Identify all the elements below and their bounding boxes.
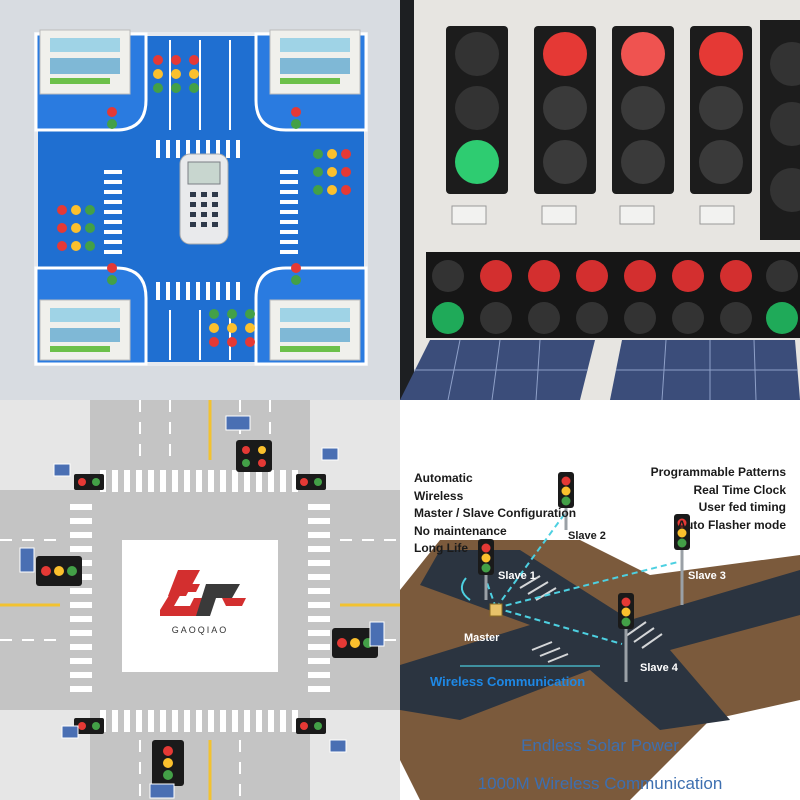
feature-item: Master / Slave Configuration — [414, 506, 577, 520]
system-diagram-illustration — [400, 400, 800, 800]
mini-signal-cluster — [57, 205, 95, 251]
feature-item: Automatic — [414, 471, 473, 485]
solar-panel — [400, 339, 800, 400]
slave-2-label: Slave 2 — [568, 530, 606, 542]
vehicle-signal-head — [612, 26, 674, 194]
feature-item: Wireless — [414, 488, 464, 503]
intersection-illustration: GAOQIAO — [0, 400, 400, 800]
signal-lights-illustration — [400, 0, 800, 400]
signal-head — [152, 740, 184, 786]
kit-board-illustration — [0, 0, 400, 400]
feature-item: Long Life — [414, 541, 468, 555]
controller-box — [39, 299, 131, 361]
feature-list-left: Automatic Wireless Master / Slave Config… — [414, 470, 576, 558]
master-controller — [489, 603, 503, 617]
signal-head — [236, 440, 272, 472]
solar-power-label: Endless Solar Power — [521, 736, 679, 755]
pedestrian-signal-row — [426, 252, 800, 338]
mini-signal-cluster — [209, 309, 255, 347]
master-label: Master — [464, 632, 500, 644]
brand-name: GAOQIAO — [171, 625, 229, 635]
vehicle-signal-head — [446, 26, 508, 194]
feature-item: User fed timing — [698, 500, 786, 514]
feature-item: Programmable Patterns — [650, 465, 786, 479]
vehicle-signal-head — [690, 26, 752, 194]
brand-logo — [160, 570, 246, 616]
signal-pole — [674, 514, 690, 605]
intersection-map — [0, 400, 400, 800]
feature-item: No maintenance — [414, 523, 507, 538]
signal-pole — [558, 472, 574, 530]
signal-pole — [618, 593, 634, 682]
signal-pole — [478, 539, 494, 600]
wireless-system-diagram: Automatic Wireless Master / Slave Config… — [400, 400, 800, 800]
mini-signal-cluster — [313, 149, 351, 195]
feature-list-right: Programmable Patterns Real Time Clock Us… — [651, 464, 786, 534]
vehicle-signal-head — [534, 26, 596, 194]
traffic-kit-board-photo — [0, 0, 400, 400]
slave-1-label: Slave 1 — [498, 570, 536, 582]
slave-3-label: Slave 3 — [688, 570, 726, 582]
wireless-communication-label: Wireless Communication — [430, 674, 586, 689]
controller-box — [39, 29, 131, 95]
mini-signal-cluster — [153, 55, 199, 93]
signal-head — [36, 556, 82, 586]
signal-head — [332, 628, 378, 658]
slave-4-label: Slave 4 — [640, 662, 678, 674]
feature-item: Real Time Clock — [693, 482, 786, 497]
feature-item: Auto Flasher mode — [677, 517, 786, 532]
controller-box — [269, 299, 361, 361]
wireless-range-label: 1000M Wireless Communication — [477, 774, 723, 793]
remote-controller — [179, 153, 229, 245]
controller-box — [269, 29, 361, 95]
signal-lights-photo — [400, 0, 800, 400]
